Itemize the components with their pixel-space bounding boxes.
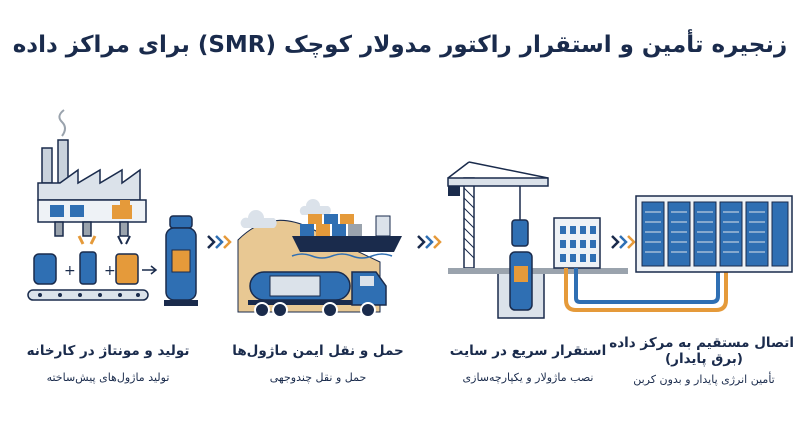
svg-text:+: + xyxy=(104,263,116,279)
step-heading-note: (برق پایدار) xyxy=(665,351,743,367)
step-heading: حمل و نقل ایمن ماژول‌ها xyxy=(232,343,404,359)
ship-icon xyxy=(291,214,402,259)
step-transport-caption: حمل و نقل ایمن ماژول‌ها حمل و نقل چندوجه… xyxy=(220,343,416,384)
svg-text:+: + xyxy=(64,263,76,279)
step-heading: اتصال مستقیم به مرکز داده xyxy=(609,335,794,351)
step-subtitle: حمل و نقل چندوجهی xyxy=(269,371,367,384)
crane-icon xyxy=(447,161,549,269)
factory-icon: + + xyxy=(27,109,158,301)
step-subtitle: تولید ماژول‌های پیش‌ساخته xyxy=(46,371,170,384)
step-heading: استقرار سریع در سایت xyxy=(449,343,607,359)
reactor-icon xyxy=(164,215,198,306)
chevron-arrow-icon xyxy=(417,235,442,249)
step-subtitle: نصب ماژولار و یکپارچه‌سازی xyxy=(462,371,594,384)
chevron-arrow-icon xyxy=(207,235,232,249)
page-title: زنجیره تأمین و استقرار راکتور مدولار کوچ… xyxy=(12,32,788,58)
truck-icon xyxy=(237,199,387,318)
step-site-caption: استقرار سریع در سایت نصب ماژولار و یکپار… xyxy=(430,343,626,384)
office-building-icon xyxy=(553,217,601,269)
server-rack-icon xyxy=(635,195,793,273)
chevron-arrow-icon xyxy=(611,235,636,249)
step-subtitle: تأمین انرژی پایدار و بدون کربن xyxy=(633,373,775,386)
step-factory-caption: تولید و مونتاژ در کارخانه تولید ماژول‌ها… xyxy=(10,343,206,384)
step-datacenter-caption: اتصال مستقیم به مرکز داده (برق پایدار) ت… xyxy=(609,335,794,386)
step-heading: تولید و مونتاژ در کارخانه xyxy=(26,343,190,359)
